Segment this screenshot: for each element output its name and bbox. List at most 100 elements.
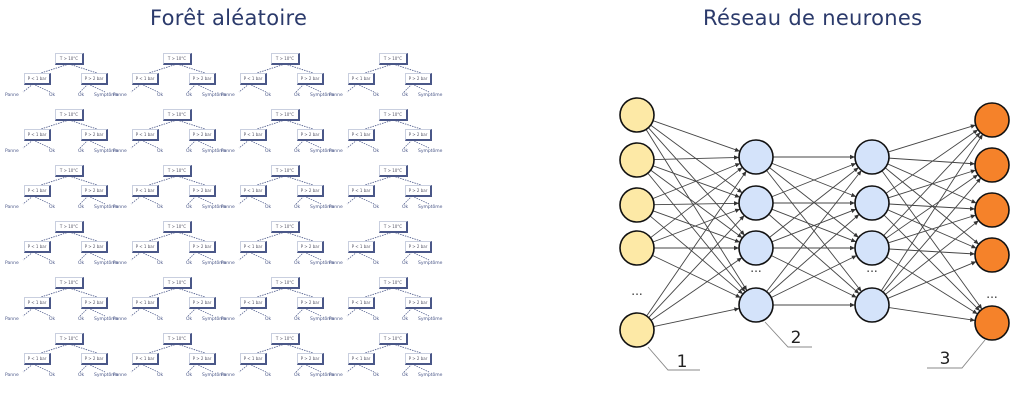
- tree-edges: [130, 231, 214, 261]
- tree-edges: [130, 119, 214, 149]
- tree-edges: [238, 119, 322, 149]
- tree-edges: [22, 119, 106, 149]
- connection-edge: [766, 170, 862, 292]
- tree-leaf: Symptôme: [94, 93, 119, 98]
- connection-edge: [653, 307, 740, 327]
- tree-edges: [346, 175, 430, 205]
- tree-leaf: Ok: [78, 373, 85, 378]
- tree-root-node: T > 10°C: [163, 109, 192, 121]
- tree-leaf: Ok: [373, 205, 380, 210]
- connection-edge: [888, 307, 976, 322]
- tree-leaf: Ok: [157, 205, 164, 210]
- tree-root-node: T > 10°C: [163, 277, 192, 289]
- tree-split-left: P < 1 bar: [24, 241, 51, 253]
- decision-tree: T > 10°C P < 1 bar P > 2 bar Panne Ok Ok…: [221, 53, 334, 105]
- hidden-2-neuron: [854, 287, 890, 323]
- tree-split-right: P > 2 bar: [81, 241, 108, 253]
- tree-edges: [22, 63, 106, 93]
- tree-edges: [22, 287, 106, 317]
- tree-split-left: P < 1 bar: [240, 241, 267, 253]
- connection-edge: [652, 120, 741, 152]
- decision-tree: T > 10°C P < 1 bar P > 2 bar Panne Ok Ok…: [5, 277, 118, 329]
- tree-leaf: Ok: [294, 205, 301, 210]
- tree-leaf: Ok: [265, 93, 272, 98]
- tree-leaf: Panne: [5, 261, 19, 266]
- tree-leaf: Symptôme: [310, 205, 335, 210]
- tree-split-right: P > 2 bar: [189, 129, 216, 141]
- tree-edges: [346, 63, 430, 93]
- tree-split-right: P > 2 bar: [405, 129, 432, 141]
- tree-leaf: Panne: [221, 149, 235, 154]
- input-neuron: [619, 142, 655, 178]
- tree-leaf: Panne: [5, 205, 19, 210]
- tree-split-right: P > 2 bar: [405, 185, 432, 197]
- connection-edge: [885, 220, 979, 295]
- ellipsis-label: ...: [986, 287, 997, 301]
- decision-tree: T > 10°C P < 1 bar P > 2 bar Panne Ok Ok…: [221, 277, 334, 329]
- connection-edge: [647, 172, 746, 293]
- tree-edges: [238, 343, 322, 373]
- connection-edge: [652, 254, 741, 299]
- hidden-1-neuron: [738, 139, 774, 175]
- tree-edges: [130, 63, 214, 93]
- tree-leaf: Ok: [373, 261, 380, 266]
- tree-edges: [346, 287, 430, 317]
- output-neuron: [974, 102, 1010, 138]
- connection-edge: [883, 214, 981, 312]
- tree-leaf: Symptôme: [418, 149, 443, 154]
- connection-edge: [771, 208, 857, 243]
- tree-split-left: P < 1 bar: [132, 129, 159, 141]
- tree-leaf: Ok: [186, 205, 193, 210]
- tree-split-left: P < 1 bar: [132, 353, 159, 365]
- connection-edge: [650, 166, 743, 239]
- tree-edges: [238, 287, 322, 317]
- decision-tree: T > 10°C P < 1 bar P > 2 bar Panne Ok Ok…: [329, 53, 442, 105]
- tree-split-left: P < 1 bar: [240, 73, 267, 85]
- tree-leaf: Ok: [402, 317, 409, 322]
- tree-split-left: P < 1 bar: [24, 353, 51, 365]
- decision-tree: T > 10°C P < 1 bar P > 2 bar Panne Ok Ok…: [221, 333, 334, 385]
- connection-edge: [880, 134, 984, 291]
- tree-leaf: Ok: [294, 373, 301, 378]
- tree-leaf: Ok: [49, 373, 56, 378]
- tree-leaf: Ok: [186, 149, 193, 154]
- tree-leaf: Panne: [5, 93, 19, 98]
- tree-leaf: Ok: [157, 93, 164, 98]
- tree-root-node: T > 10°C: [271, 165, 300, 177]
- connection-edge: [650, 124, 743, 194]
- tree-leaf: Ok: [402, 93, 409, 98]
- tree-split-right: P > 2 bar: [297, 129, 324, 141]
- tree-leaf: Panne: [329, 205, 343, 210]
- tree-leaf: Symptôme: [310, 261, 335, 266]
- tree-leaf: Symptôme: [94, 373, 119, 378]
- tree-split-right: P > 2 bar: [189, 185, 216, 197]
- tree-leaf: Ok: [402, 373, 409, 378]
- tree-root-node: T > 10°C: [55, 277, 84, 289]
- decision-tree: T > 10°C P < 1 bar P > 2 bar Panne Ok Ok…: [221, 109, 334, 161]
- connection-edge: [771, 162, 857, 198]
- tree-split-left: P < 1 bar: [348, 241, 375, 253]
- connection-edge: [650, 257, 743, 321]
- tree-leaf: Ok: [373, 317, 380, 322]
- hidden-2-neuron: [854, 230, 890, 266]
- tree-leaf: Panne: [329, 261, 343, 266]
- connection-edge: [888, 248, 976, 256]
- tree-root-node: T > 10°C: [379, 165, 408, 177]
- tree-leaf: Panne: [329, 373, 343, 378]
- tree-leaf: Symptôme: [94, 149, 119, 154]
- tree-leaf: Ok: [186, 261, 193, 266]
- tree-leaf: Panne: [221, 93, 235, 98]
- tree-split-left: P < 1 bar: [24, 297, 51, 309]
- decision-tree: T > 10°C P < 1 bar P > 2 bar Panne Ok Ok…: [5, 165, 118, 217]
- connection-edge: [769, 167, 859, 238]
- connection-edge: [885, 174, 979, 239]
- tree-split-left: P < 1 bar: [348, 73, 375, 85]
- random-forest-diagram: T > 10°C P < 1 bar P > 2 bar Panne Ok Ok…: [0, 50, 460, 395]
- tree-leaf: Ok: [157, 317, 164, 322]
- connection-edge: [652, 210, 741, 243]
- tree-leaf: Panne: [221, 317, 235, 322]
- tree-leaf: Panne: [221, 373, 235, 378]
- tree-leaf: Ok: [157, 149, 164, 154]
- callout-label: 2: [791, 328, 802, 348]
- decision-tree: T > 10°C P < 1 bar P > 2 bar Panne Ok Ok…: [5, 221, 118, 273]
